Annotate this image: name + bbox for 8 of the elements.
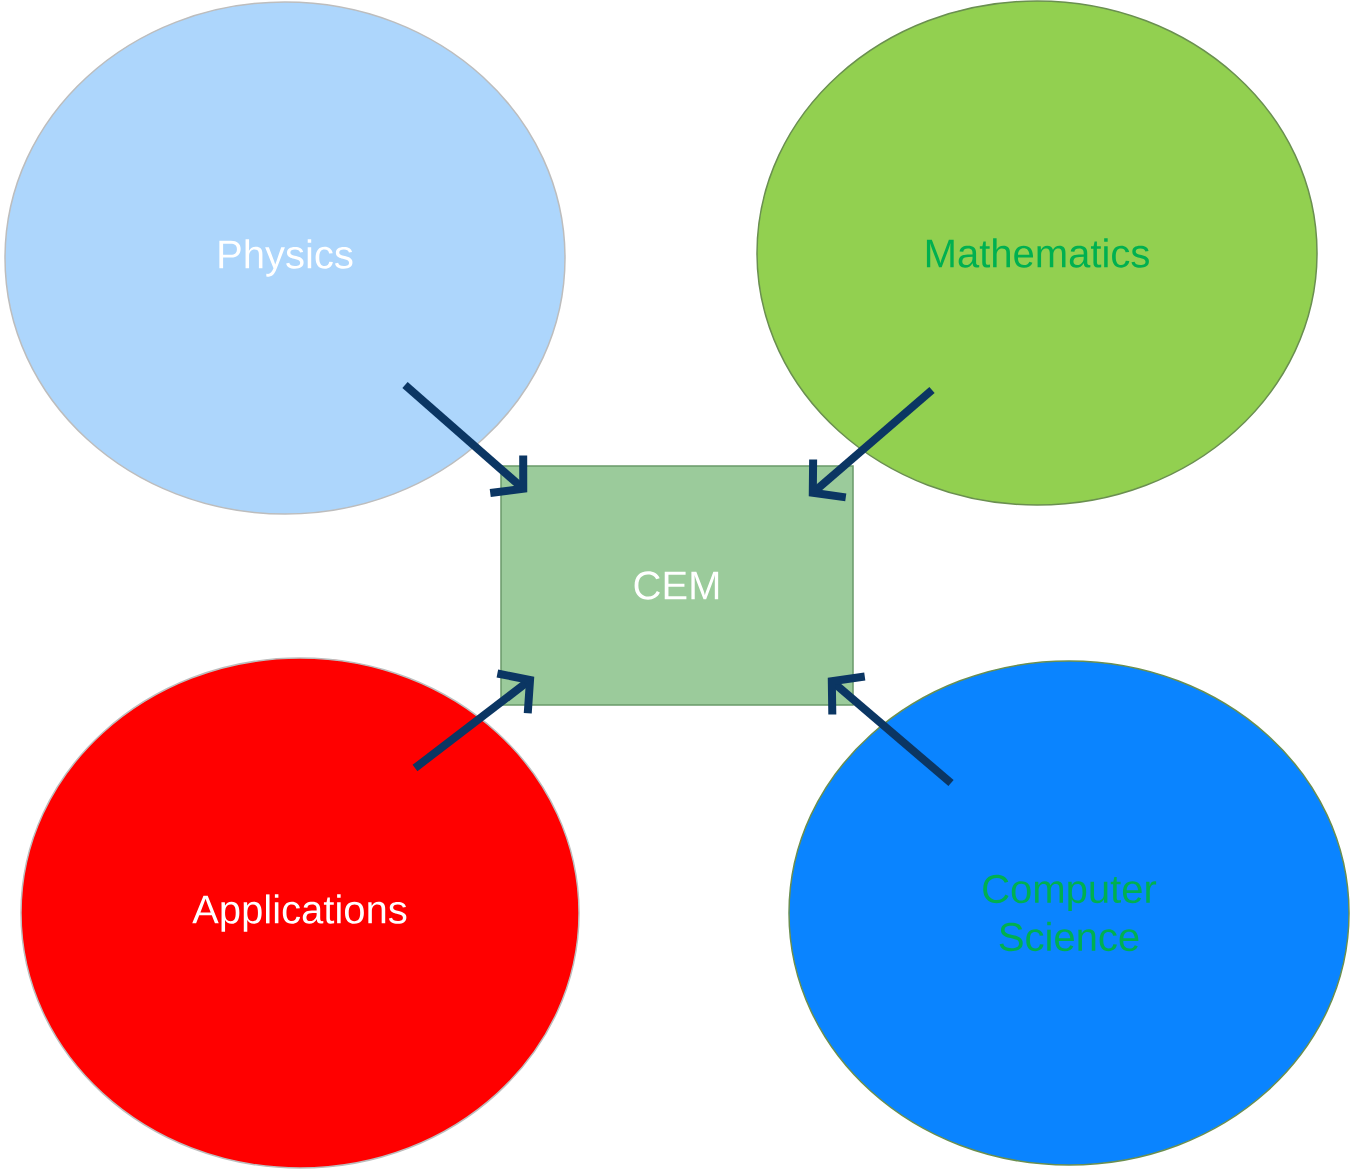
ellipse-node: Computer Science xyxy=(788,660,1350,1166)
arrow xyxy=(808,386,935,502)
arrow xyxy=(402,382,528,497)
ellipse-node: Applications xyxy=(20,657,580,1169)
ellipse-node: Physics xyxy=(4,1,566,515)
arrow xyxy=(827,672,954,787)
rectangle-node: CEM xyxy=(500,465,854,706)
ellipse-node: Mathematics xyxy=(756,0,1318,506)
